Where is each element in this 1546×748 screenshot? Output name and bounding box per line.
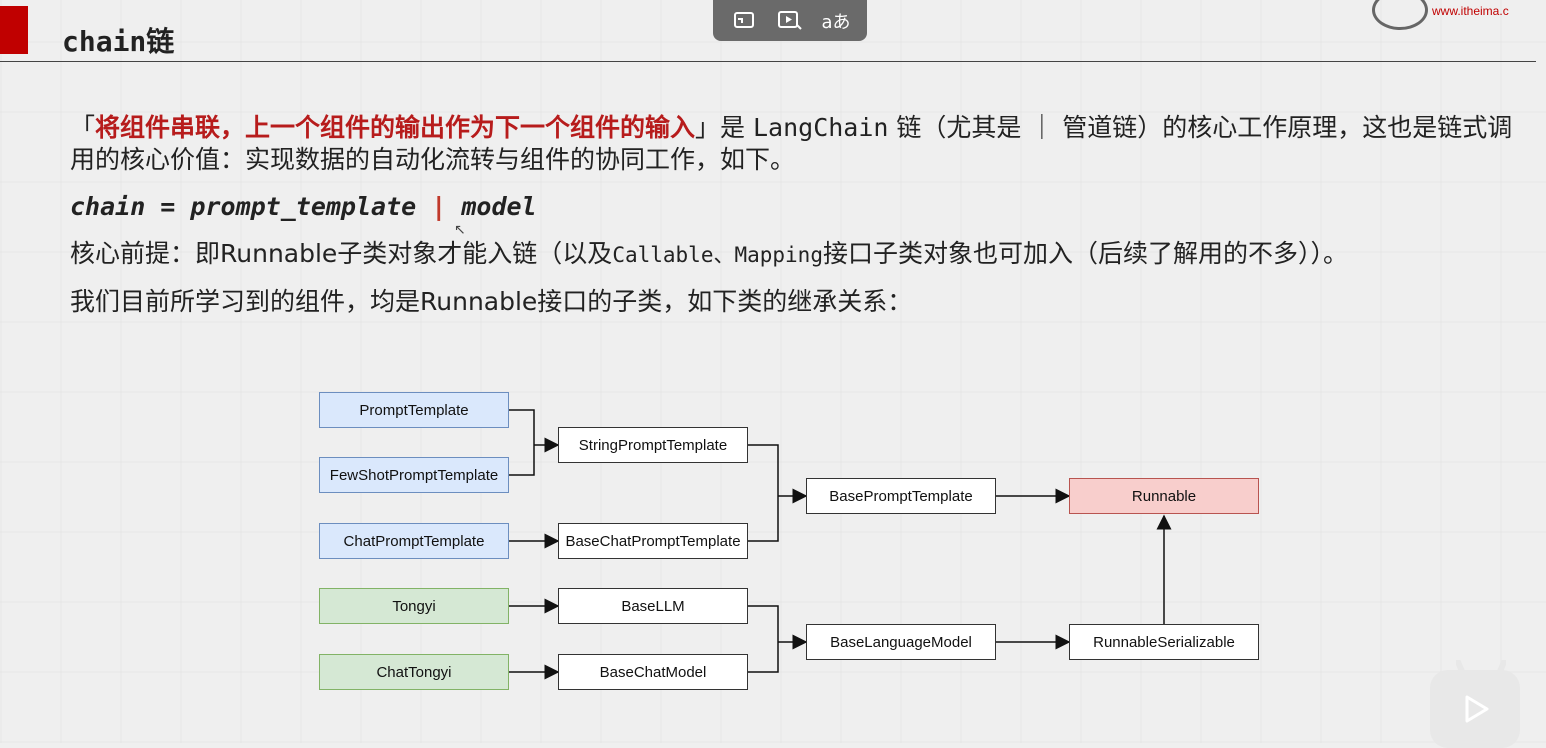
node-chat-tongyi: ChatTongyi: [319, 654, 509, 690]
text-b: 链（尤其是 ｜ 管道链）的核心工作原理，这也是链式调用的核心价值：实现数据的自动…: [70, 113, 1513, 174]
mouse-cursor-icon: ↖: [454, 222, 466, 238]
bracket-close: 」: [695, 113, 721, 142]
paragraph-chain-principle: 「将组件串联，上一个组件的输出作为下一个组件的输入」是 LangChain 链（…: [70, 112, 1530, 176]
code-right: model: [446, 192, 537, 221]
video-ai-icon[interactable]: [775, 6, 805, 36]
prereq-b: Callable、Mapping: [612, 243, 823, 267]
paragraph-prerequisite: 核心前提：即Runnable子类对象才能入链（以及Callable、Mappin…: [70, 238, 1540, 271]
code-left: chain = prompt_template: [70, 192, 432, 221]
node-base-chat-prompt-template: BaseChatPromptTemplate: [558, 523, 748, 559]
brand-url: www.itheima.c: [1432, 4, 1509, 18]
code-example: chain = prompt_template | model: [70, 192, 537, 221]
node-chat-prompt-template: ChatPromptTemplate: [319, 523, 509, 559]
code-pipe-operator: |: [431, 192, 447, 221]
node-prompt-template: PromptTemplate: [319, 392, 509, 428]
node-string-prompt-template: StringPromptTemplate: [558, 427, 748, 463]
bracket-open: 「: [70, 113, 96, 142]
slide-title: chain链: [62, 25, 175, 58]
cast-icon[interactable]: [729, 6, 759, 36]
node-base-llm: BaseLLM: [558, 588, 748, 624]
langchain-term: LangChain: [753, 113, 889, 142]
prereq-c: 接口子类对象也可加入（后续了解用的不多））。: [822, 239, 1348, 268]
play-button[interactable]: [1430, 670, 1520, 748]
title-divider: [0, 61, 1536, 62]
node-base-language-model: BaseLanguageModel: [806, 624, 996, 660]
node-runnable: Runnable: [1069, 478, 1259, 514]
node-runnable-serializable: RunnableSerializable: [1069, 624, 1259, 660]
text-a: 是: [720, 113, 753, 142]
play-icon: [1465, 695, 1489, 723]
node-base-prompt-template: BasePromptTemplate: [806, 478, 996, 514]
node-base-chat-model: BaseChatModel: [558, 654, 748, 690]
paragraph-inheritance: 我们目前所学习到的组件，均是Runnable接口的子类，如下类的继承关系：: [70, 287, 913, 316]
highlight-text: 将组件串联，上一个组件的输出作为下一个组件的输入: [95, 113, 696, 142]
node-few-shot-prompt-template: FewShotPromptTemplate: [319, 457, 509, 493]
video-toolbar: aあ: [713, 0, 867, 41]
brand-logo-icon: [1372, 0, 1428, 30]
node-tongyi: Tongyi: [319, 588, 509, 624]
title-accent-bar: [0, 6, 28, 54]
translate-button[interactable]: aあ: [821, 11, 851, 33]
prereq-a: 核心前提：即Runnable子类对象才能入链（以及: [70, 239, 613, 268]
